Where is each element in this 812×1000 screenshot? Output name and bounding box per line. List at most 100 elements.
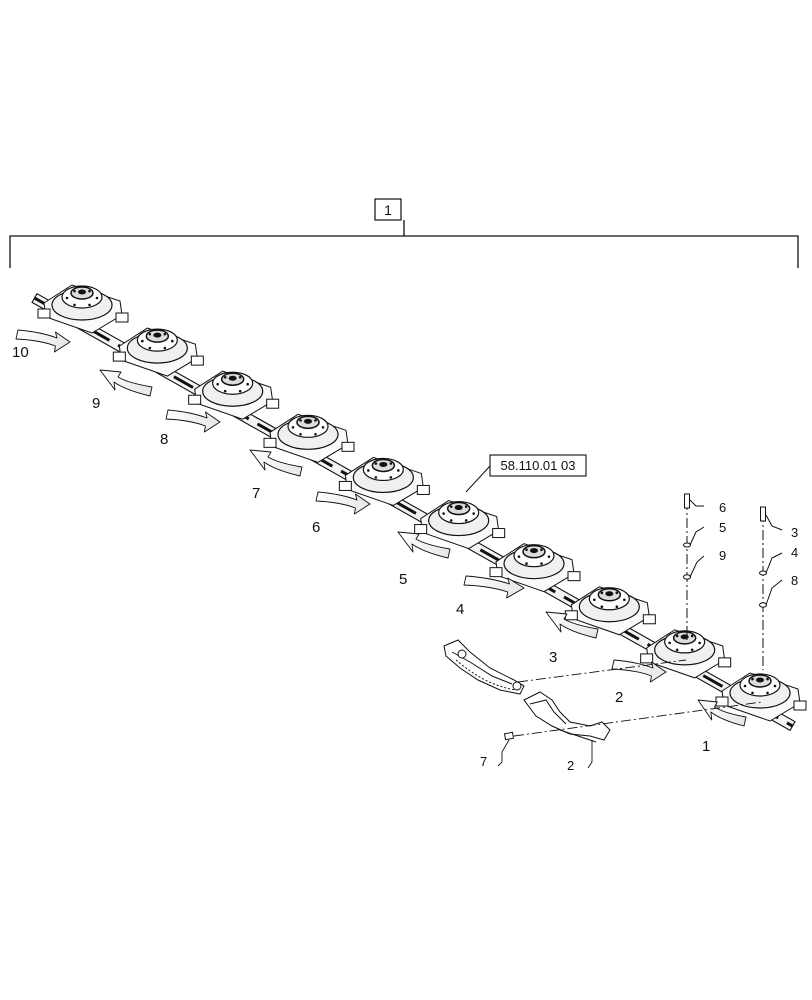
bolt-icon bbox=[321, 426, 325, 429]
cutting-disc-module[interactable] bbox=[338, 456, 430, 506]
bolt-icon bbox=[464, 505, 468, 508]
cutting-disc-module[interactable] bbox=[263, 413, 355, 463]
cutting-disc-module[interactable] bbox=[715, 672, 807, 722]
rotation-arrow-icon bbox=[397, 531, 451, 559]
bolt-icon bbox=[223, 389, 227, 393]
rotation-arrow-icon bbox=[463, 575, 525, 599]
mount-tab bbox=[492, 528, 506, 539]
mount-tab bbox=[338, 480, 352, 491]
bolt-icon bbox=[246, 382, 249, 386]
hardware-stack-left bbox=[683, 493, 705, 640]
bolt-icon bbox=[374, 462, 378, 465]
bolt-icon bbox=[593, 598, 596, 602]
rotation-label: 10 bbox=[12, 344, 29, 361]
reference-callout[interactable]: 58.110.01 03 bbox=[465, 454, 587, 493]
cutting-disc-module[interactable] bbox=[112, 327, 204, 377]
cutterbar bbox=[31, 284, 807, 732]
cutting-disc-module[interactable] bbox=[640, 629, 732, 679]
bolt-icon bbox=[389, 462, 393, 465]
bolt-icon bbox=[540, 548, 543, 552]
rotation-arrow-icon bbox=[697, 699, 747, 727]
rotation-arrows bbox=[15, 329, 747, 727]
rotation-label: 2 bbox=[615, 689, 623, 706]
mount-tab bbox=[190, 355, 204, 366]
rotation-label: 5 bbox=[399, 571, 407, 588]
bolt-hole-icon bbox=[457, 649, 467, 659]
bolt-icon bbox=[291, 426, 295, 429]
leader-lines bbox=[497, 659, 763, 769]
assembly-callout-box: 1 bbox=[374, 198, 402, 221]
mount-tab bbox=[266, 398, 280, 409]
bolt-icon bbox=[525, 548, 528, 552]
bolt-icon bbox=[223, 375, 227, 379]
bolt-icon bbox=[503, 731, 515, 741]
bolt-icon bbox=[675, 634, 679, 638]
assembly-callout-label: 1 bbox=[384, 202, 392, 218]
disc-center bbox=[228, 375, 237, 381]
rotation-arrow-icon bbox=[99, 369, 153, 397]
bolt-icon bbox=[464, 519, 468, 522]
mount-tab bbox=[115, 312, 129, 323]
bolt-icon bbox=[88, 303, 91, 307]
rotation-label: 3 bbox=[549, 649, 557, 666]
disc-center bbox=[756, 677, 764, 683]
bolt-icon bbox=[690, 648, 694, 652]
bolt-icon bbox=[73, 303, 76, 307]
bolt-icon bbox=[216, 382, 219, 386]
bolt-icon bbox=[751, 677, 754, 681]
bolt-icon bbox=[374, 476, 378, 479]
disc-center bbox=[304, 418, 312, 424]
bolt-icon bbox=[773, 684, 777, 688]
rotation-arrow-icon bbox=[249, 449, 303, 477]
bolt-icon bbox=[517, 555, 521, 558]
bolt-icon bbox=[690, 634, 694, 638]
mount-tab bbox=[414, 524, 428, 535]
bolt-icon bbox=[600, 605, 604, 609]
mount-tab bbox=[564, 610, 578, 621]
bolt-icon bbox=[766, 677, 769, 681]
rotation-labels: 10 9 8 7 6 5 4 3 2 1 bbox=[12, 344, 710, 755]
rotation-label: 1 bbox=[702, 738, 710, 755]
bolt-icon bbox=[238, 389, 242, 393]
cutting-disc-module[interactable] bbox=[188, 370, 280, 420]
bolt-icon bbox=[442, 512, 445, 515]
mount-tab bbox=[112, 351, 126, 362]
mount-tab bbox=[567, 571, 581, 582]
bolt-icon bbox=[65, 296, 69, 300]
disc-center bbox=[78, 289, 86, 295]
mount-tab bbox=[341, 441, 355, 452]
bolt-icon bbox=[472, 512, 475, 515]
nut-icon bbox=[759, 602, 767, 608]
rotation-arrow-icon bbox=[545, 611, 599, 639]
bolt-icon bbox=[314, 432, 317, 436]
disc-center bbox=[530, 548, 538, 554]
rotation-arrow-icon bbox=[165, 409, 221, 433]
mount-tab bbox=[718, 657, 732, 668]
cutting-disc-module[interactable] bbox=[564, 586, 656, 636]
bolt-icon bbox=[675, 648, 679, 652]
mount-tab bbox=[263, 437, 277, 448]
bolt-icon bbox=[615, 605, 619, 609]
bolt-icon bbox=[397, 469, 400, 472]
reference-callout-label: 58.110.01 03 bbox=[501, 458, 576, 473]
bolt-icon bbox=[743, 684, 747, 688]
mount-tab bbox=[640, 653, 654, 664]
mount-tab bbox=[37, 308, 51, 319]
disc-center bbox=[605, 591, 614, 597]
disc-center bbox=[454, 505, 463, 511]
nut-icon bbox=[683, 574, 691, 580]
cutting-disc-module[interactable] bbox=[37, 284, 129, 334]
rotation-label: 7 bbox=[252, 485, 260, 502]
hardware-label: 5 bbox=[719, 520, 726, 535]
hardware-stack-right bbox=[759, 506, 783, 670]
rotation-label: 6 bbox=[312, 519, 320, 536]
divider-bracket bbox=[443, 639, 525, 695]
assembly-bracket bbox=[9, 220, 799, 268]
bolt-icon bbox=[698, 641, 701, 645]
mount-tab bbox=[715, 696, 729, 707]
hardware-label: 3 bbox=[791, 525, 798, 540]
mount-tab bbox=[188, 394, 202, 405]
cutting-disc-module[interactable] bbox=[489, 543, 581, 593]
cutting-disc-module[interactable] bbox=[414, 500, 506, 550]
